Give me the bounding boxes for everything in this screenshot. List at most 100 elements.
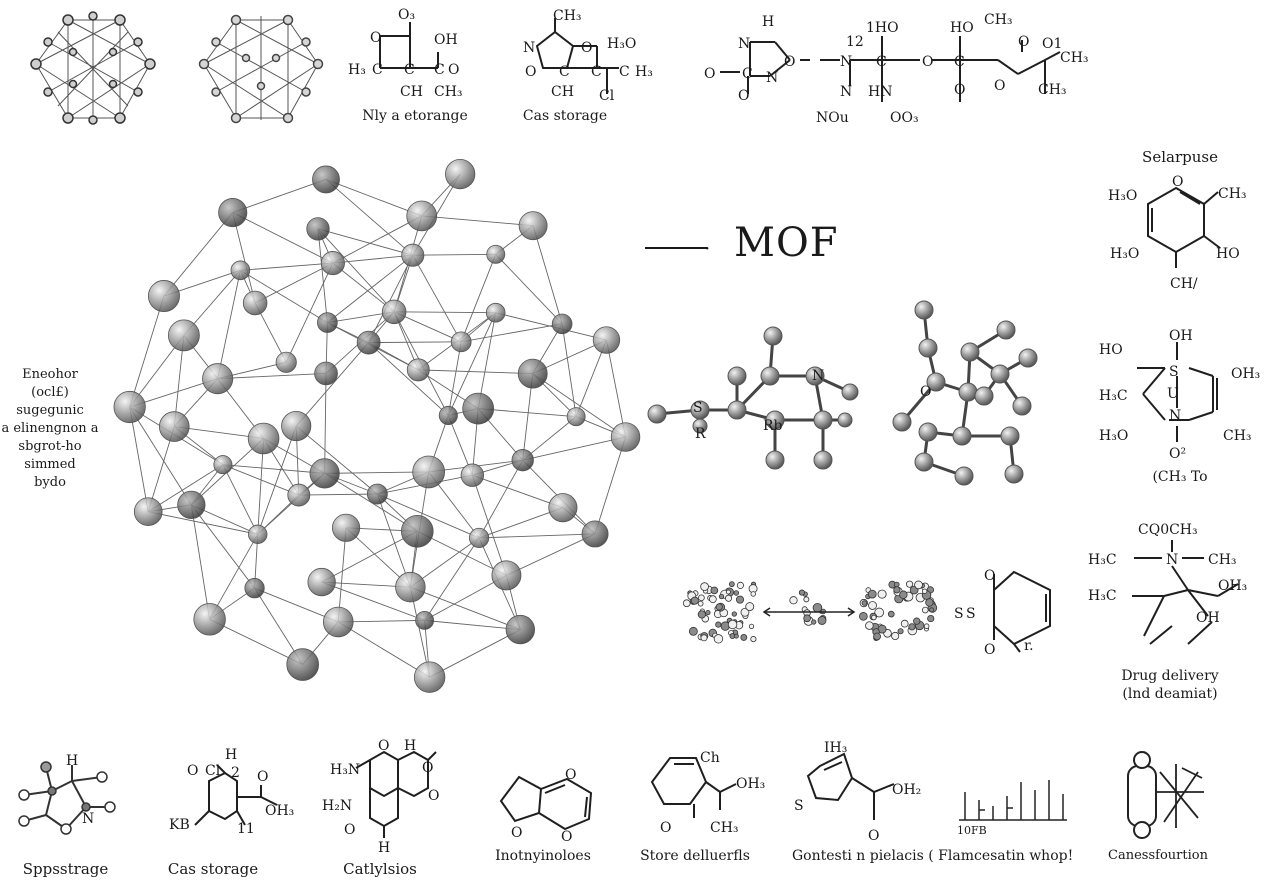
bottom-molecule-7 [1110, 748, 1220, 843]
label-h3c-a: H₃C [1088, 552, 1117, 568]
label-h: H [404, 738, 416, 754]
label-o: O [581, 40, 592, 56]
cluster-exchange [680, 572, 940, 652]
framework-linker [324, 472, 418, 532]
ring-molecule-mid: O S S O r. [950, 560, 1070, 660]
label-ch3-b: CH₃ [1060, 50, 1089, 66]
metal-node [401, 243, 425, 267]
framework-linker [257, 438, 265, 535]
side-line: (ocl£) [31, 385, 69, 400]
cluster-atom [748, 623, 755, 629]
framework-linker [317, 228, 413, 256]
cluster-atom [868, 601, 877, 610]
cluster-atom [682, 599, 691, 608]
cluster-atom [893, 586, 901, 594]
label-ho: HO [950, 20, 974, 36]
framework-linker [417, 530, 507, 576]
bottom-molecule-1: H N [12, 745, 127, 845]
framework-linker [368, 342, 449, 416]
metal-node [158, 411, 190, 442]
caption-bottom-7: Canessfourtion [1108, 848, 1208, 863]
caption-bottom-4: Inotnyinoloes [495, 848, 591, 864]
metal-node [331, 513, 361, 542]
metal-node [592, 326, 621, 354]
framework-linker [325, 179, 422, 217]
label-left: H₃ [348, 62, 366, 78]
cluster-atom [705, 609, 711, 616]
cluster-atom [891, 631, 900, 641]
framework-linker [522, 436, 626, 461]
svg-text:O: O [565, 767, 576, 783]
cluster-atom [688, 626, 698, 636]
ball-stick-molecule-2: O [888, 296, 1058, 496]
cluster-atom [921, 606, 929, 614]
framework-linker [257, 473, 325, 535]
metal-node [610, 422, 641, 452]
metal-node [248, 524, 268, 545]
label-top: O₃ [398, 7, 415, 23]
cluster-atom [718, 593, 725, 600]
tick-label: 10FB [957, 824, 987, 837]
framework-linker [337, 527, 347, 623]
cage-structure-top-2 [196, 12, 326, 124]
metal-node [366, 483, 388, 505]
caption-top-1: Nly a etorange [362, 108, 468, 124]
framework-linker [338, 621, 430, 678]
framework-linker [232, 212, 256, 304]
cluster-atom [923, 623, 930, 629]
svg-text:O: O [511, 825, 522, 841]
svg-text:O: O [525, 64, 536, 80]
framework-linker [424, 537, 480, 621]
cluster-atom [728, 581, 735, 588]
cluster-atom [900, 619, 909, 628]
formula-top-a: O₃ O H₃ C C OH C O CH CH₃ [340, 4, 490, 100]
metal-node [133, 497, 163, 526]
framework-linker [332, 262, 395, 313]
svg-text:OH₃: OH₃ [736, 776, 765, 792]
cluster-atom [893, 581, 900, 588]
cluster-atom [865, 621, 874, 630]
framework-linker [298, 493, 378, 496]
side-line: Eneohor [22, 367, 78, 382]
label-h3n: H₃N [330, 762, 360, 778]
framework-linker [522, 416, 577, 461]
cluster-atom [929, 607, 935, 613]
svg-text:H: H [378, 840, 390, 856]
framework-linker [285, 262, 334, 363]
framework-linker [295, 425, 378, 495]
right-heading: Selarpuse [1142, 148, 1218, 166]
metal-node [469, 527, 490, 548]
title-rule [645, 247, 707, 249]
framework-linker [232, 212, 334, 264]
cluster-atom [877, 589, 887, 599]
framework-linker [561, 323, 577, 417]
metal-node [275, 351, 297, 373]
right-molecule-2: OH HO S OH₃ H₃C U N H₃O CH₃ O² [1095, 324, 1270, 464]
cluster-atom [735, 595, 745, 604]
framework-linker [217, 372, 327, 380]
svg-text:O: O [257, 769, 268, 785]
label-top: CH₃ [553, 8, 582, 24]
label-n: N [1169, 408, 1181, 424]
framework-linker [325, 179, 414, 256]
svg-text:C: C [742, 66, 753, 82]
framework-linker [332, 254, 413, 264]
framework-linker [479, 533, 596, 539]
framework-linker [209, 534, 259, 620]
svg-text:C: C [404, 62, 415, 78]
framework-linker [209, 618, 303, 665]
metal-node [193, 603, 226, 636]
label-oh: OH [1196, 610, 1220, 626]
cluster-atom [913, 617, 921, 625]
label-h3c: H₃C [1099, 388, 1128, 404]
label-h3c-b: H₃C [1088, 588, 1117, 604]
framework-linker [240, 262, 333, 271]
label-ci: Cl [205, 763, 221, 779]
ball-stick-molecule-1: S N R Rb [645, 320, 865, 480]
label-1ho: 1HO [866, 20, 899, 36]
cluster-atom [873, 632, 881, 641]
side-line: a elinengnon a [1, 421, 99, 436]
caption-top-2: Cas storage [522, 108, 608, 124]
svg-text:O: O [378, 738, 389, 754]
metal-node [460, 463, 485, 487]
